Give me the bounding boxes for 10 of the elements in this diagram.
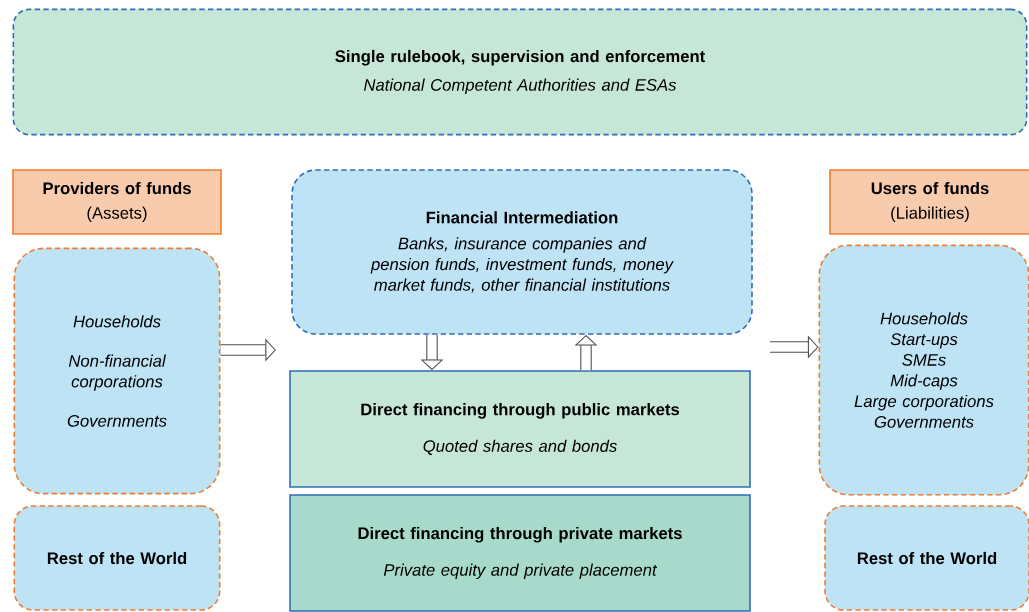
process-box: Direct financing through private markets Private equity and private placement bbox=[289, 494, 751, 612]
header-box: Users of funds (Liabilities) bbox=[829, 169, 1029, 235]
process-box: Financial Intermediation Banks, insurance companies and pension funds, investment funds, money market funds, other financial institutions bbox=[291, 169, 753, 335]
group-box: Households Non-financial corporations Governments bbox=[13, 247, 221, 495]
group-box: Rest of the World bbox=[13, 505, 221, 611]
process-box: Direct financing through public markets Quoted shares and bonds bbox=[289, 370, 751, 488]
header-box: Providers of funds (Assets) bbox=[12, 169, 222, 235]
group-box: Households Start-ups SMEs Mid-caps Large corporations Governments bbox=[818, 244, 1029, 496]
banner-box: Single rulebook, supervision and enforcement National Competent Authorities and ESAs bbox=[12, 8, 1028, 136]
group-box: Rest of the World bbox=[824, 505, 1029, 611]
